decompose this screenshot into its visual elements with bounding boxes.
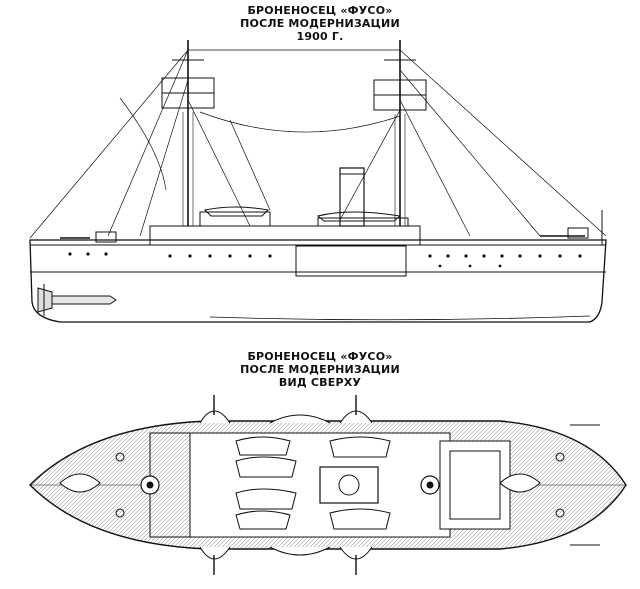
stern-gun bbox=[59, 473, 101, 493]
top-view-title-line3: ВИД СВЕРХУ bbox=[278, 376, 362, 389]
side-profile-drawing bbox=[29, 40, 607, 323]
top-plan-drawing bbox=[29, 395, 627, 575]
side-view-title-line3: 1900 Г. bbox=[296, 30, 344, 43]
boat-2 bbox=[316, 211, 402, 222]
side-view-title: БРОНЕНОСЕЦ «ФУСО» ПОСЛЕ МОДЕРНИЗАЦИИ 190… bbox=[0, 4, 640, 43]
top-view-title: БРОНЕНОСЕЦ «ФУСО» ПОСЛЕ МОДЕРНИЗАЦИИ ВИД… bbox=[0, 350, 640, 389]
funnel-top bbox=[319, 466, 379, 504]
superstructure bbox=[149, 225, 421, 246]
propeller bbox=[37, 287, 53, 313]
top-view-title-line1: БРОНЕНОСЕЦ «ФУСО» bbox=[247, 350, 393, 363]
rigging bbox=[29, 49, 607, 239]
armour-belt bbox=[295, 245, 407, 277]
side-view-title-line2: ПОСЛЕ МОДЕРНИЗАЦИИ bbox=[240, 17, 400, 30]
boats bbox=[235, 436, 391, 530]
boat-1 bbox=[203, 206, 270, 217]
hull-outline bbox=[29, 239, 607, 323]
central-superstructure bbox=[149, 432, 451, 538]
sponson-stbd-1 bbox=[199, 546, 231, 560]
top-view-title-line2: ПОСЛЕ МОДЕРНИЗАЦИИ bbox=[240, 363, 400, 376]
bow-gun bbox=[499, 473, 541, 493]
side-view-title-line1: БРОНЕНОСЕЦ «ФУСО» bbox=[247, 4, 393, 17]
sponson-port-1 bbox=[199, 410, 231, 424]
portholes bbox=[68, 252, 582, 268]
funnel bbox=[339, 167, 365, 227]
